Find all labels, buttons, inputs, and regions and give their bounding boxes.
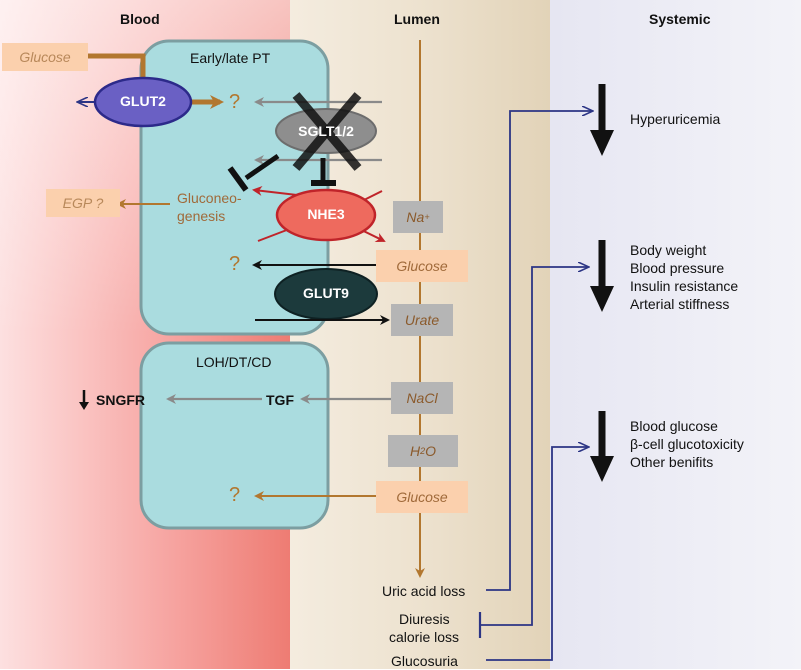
gluconeogenesis-line2: genesis <box>177 208 226 224</box>
sglt-label: SGLT1/2 <box>298 123 354 139</box>
glucose-blood-tag: Glucose <box>2 43 88 71</box>
nacl-tag: NaCl <box>391 382 453 414</box>
calorie-loss-label: calorie loss <box>389 629 460 645</box>
urate-tag: Urate <box>391 304 453 336</box>
systemic-item: Blood glucose <box>630 418 718 434</box>
h2o-h: H <box>409 443 421 459</box>
sngfr-label: SNGFR <box>96 392 145 408</box>
systemic-item: Body weight <box>630 242 707 258</box>
systemic-item: Hyperuricemia <box>630 111 721 127</box>
na-tag: Na+ <box>393 201 443 233</box>
gluconeogenesis-line1: Gluconeo- <box>177 190 242 206</box>
glucose-loh-tag: Glucose <box>376 481 468 513</box>
lumen-column-title: Lumen <box>394 11 440 27</box>
systemic-group-1: Hyperuricemia <box>630 110 720 128</box>
na-text: Na <box>406 209 425 225</box>
systemic-item: Blood pressure <box>630 260 725 276</box>
systemic-item: Arterial stiffness <box>630 296 730 312</box>
loh-box-title: LOH/DT/CD <box>196 354 272 370</box>
diuresis-label: Diuresis <box>399 611 450 627</box>
na-superscript: + <box>424 212 430 222</box>
pt-box-title: Early/late PT <box>190 50 271 66</box>
systemic-group-3: Blood glucose β-cell glucotoxicity Other… <box>630 417 744 471</box>
question-mark-loh: ? <box>229 484 241 506</box>
tgf-label: TGF <box>266 392 294 408</box>
down-arrow-icon <box>79 390 89 410</box>
question-mark-glucose: ? <box>229 253 241 275</box>
glut9-label: GLUT9 <box>303 285 349 301</box>
question-mark-glut2: ? <box>229 91 241 113</box>
glut2-label: GLUT2 <box>120 93 166 109</box>
glucose-lumen-tag: Glucose <box>376 250 468 282</box>
systemic-item: Insulin resistance <box>630 278 739 294</box>
systemic-group-2: Body weight Blood pressure Insulin resis… <box>630 241 738 313</box>
systemic-item: β-cell glucotoxicity <box>630 436 744 452</box>
systemic-column-title: Systemic <box>649 11 711 27</box>
h2o-o: O <box>425 443 437 459</box>
down-arrow-icon <box>590 240 614 312</box>
down-arrow-icon <box>590 84 614 156</box>
nhe3-label: NHE3 <box>307 206 345 222</box>
glucosuria-label: Glucosuria <box>391 653 458 669</box>
uric-acid-loss-label: Uric acid loss <box>382 583 466 599</box>
blood-column-title: Blood <box>120 11 160 27</box>
systemic-item: Other benifits <box>630 454 714 470</box>
h2o-subscript: 2 <box>420 446 426 456</box>
egp-tag: EGP ? <box>46 189 120 217</box>
down-arrow-icon <box>590 411 614 482</box>
